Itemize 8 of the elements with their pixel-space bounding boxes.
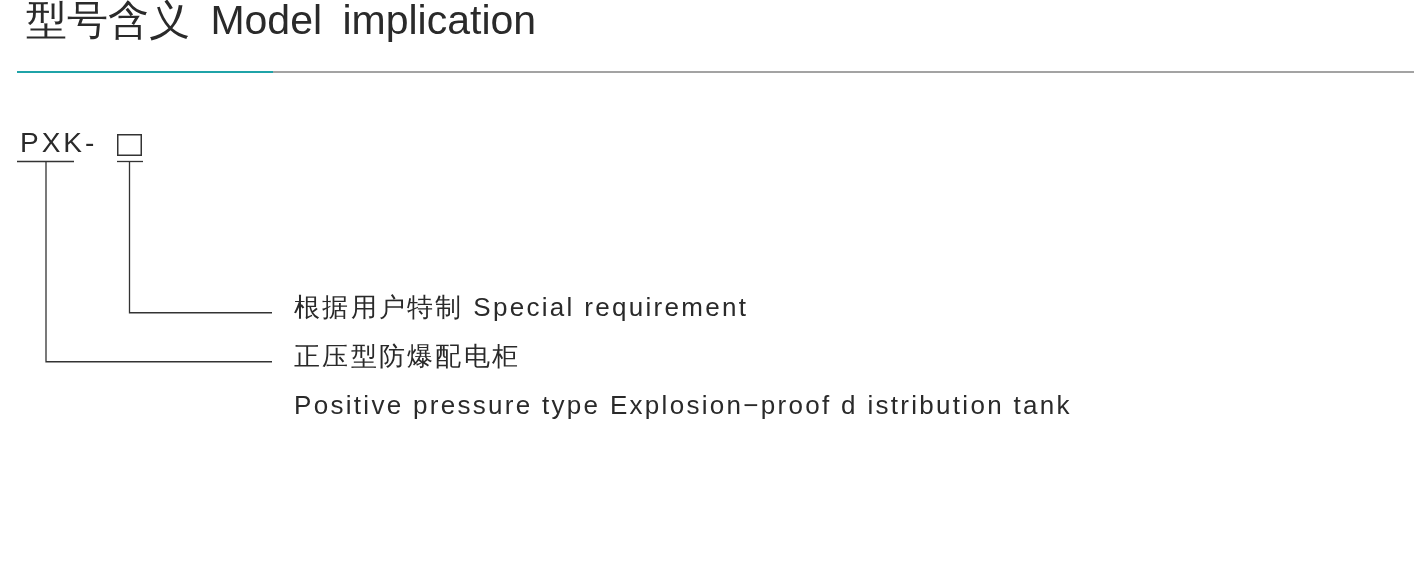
placeholder-square — [117, 134, 142, 156]
leader-line — [45, 160, 273, 363]
description-text: 根据用户特制 Special requirement — [294, 291, 749, 323]
translation-text: Positive pressure type Explosion−proof d istribution tank — [294, 389, 1072, 421]
leader-line — [128, 160, 273, 314]
model-code: PXK- — [20, 126, 98, 160]
page-title: 型号含义 Model implication — [26, 0, 537, 43]
description-text: 正压型防爆配电柜 — [294, 340, 522, 372]
